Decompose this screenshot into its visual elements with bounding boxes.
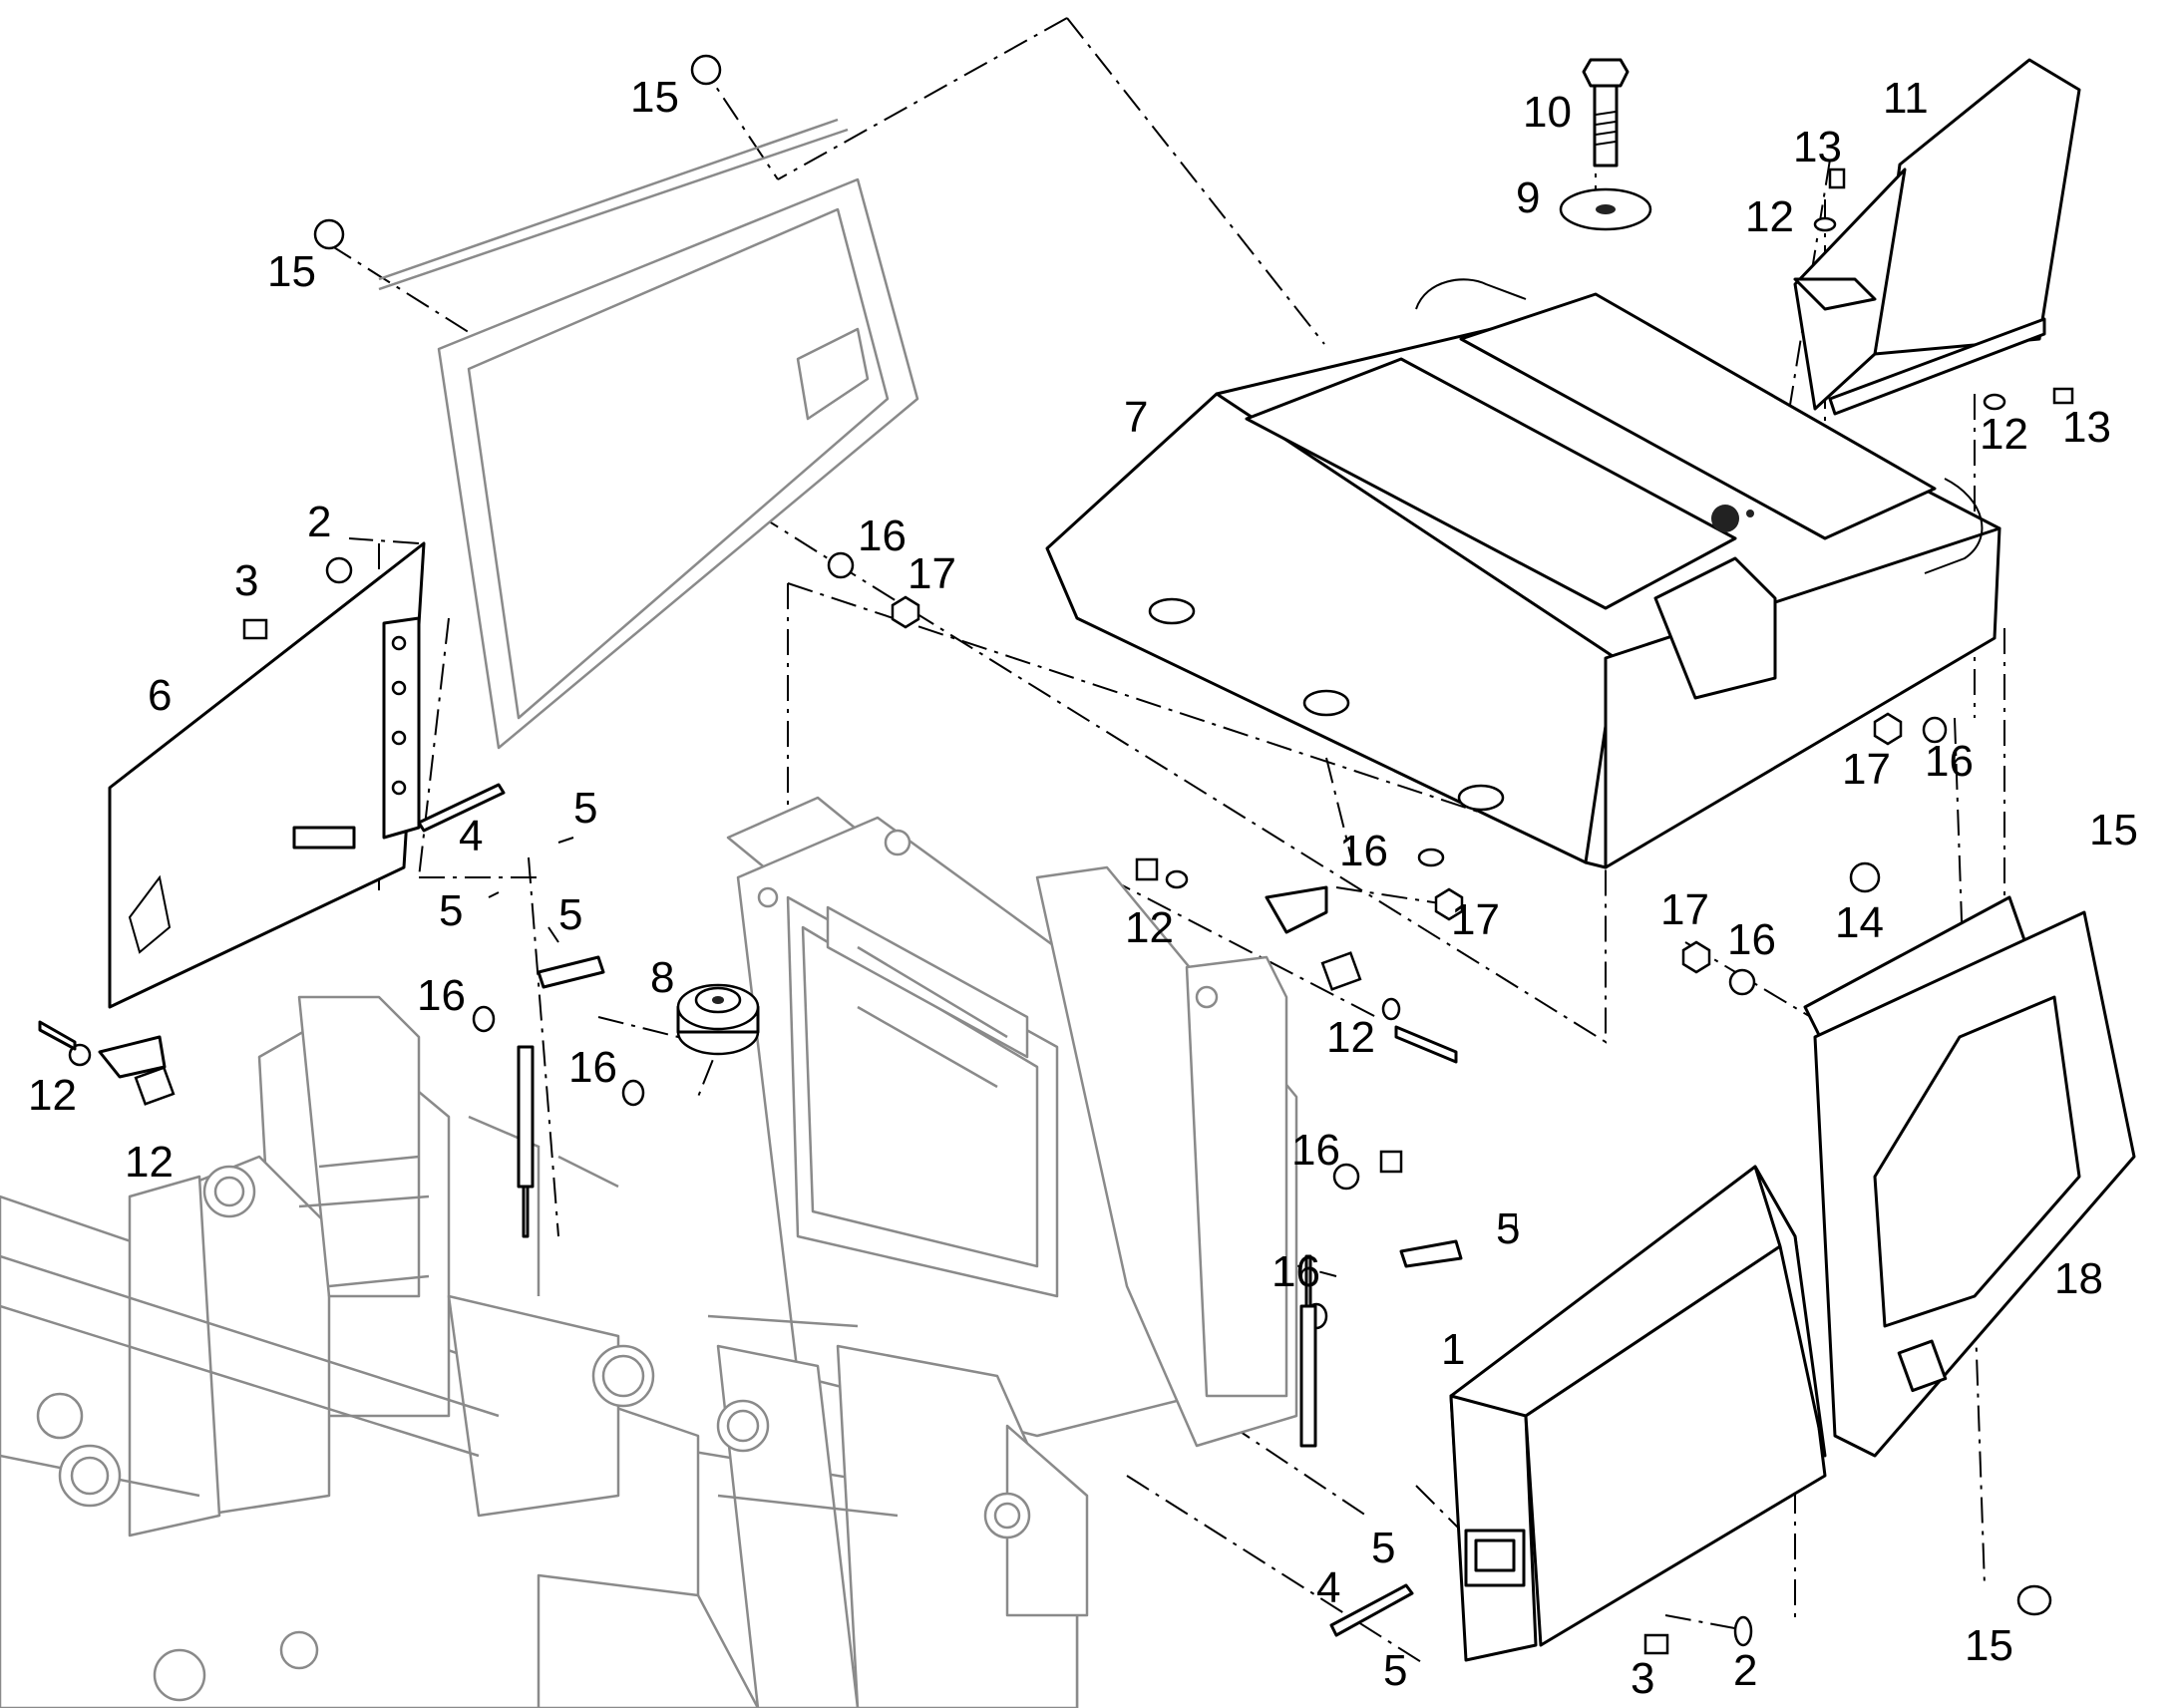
callout-10: 10 [1523, 88, 1572, 137]
callout-16: 16 [417, 971, 466, 1020]
callout-16: 16 [1727, 915, 1776, 964]
callout-17: 17 [1660, 885, 1709, 934]
callout-5: 5 [573, 784, 597, 833]
callout-14: 14 [1835, 898, 1884, 947]
callout-labels: 15 15 2 3 6 5 4 5 5 16 17 10 9 11 13 12 … [28, 73, 2138, 1703]
lower-side-panel [1449, 1165, 1827, 1662]
callout-16: 16 [1339, 827, 1388, 875]
isolator-mount [676, 983, 760, 1056]
callout-2: 2 [307, 498, 331, 546]
chassis-frame [0, 796, 1298, 1708]
callout-16: 16 [858, 512, 907, 560]
callout-1: 1 [1441, 1325, 1465, 1374]
callout-13: 13 [2062, 403, 2111, 452]
callout-6: 6 [148, 671, 172, 720]
callout-12: 12 [28, 1071, 77, 1120]
callout-5: 5 [1383, 1646, 1407, 1695]
callout-8: 8 [650, 953, 674, 1002]
callout-17: 17 [1451, 895, 1500, 944]
callout-3: 3 [1631, 1654, 1654, 1703]
callout-15: 15 [2089, 806, 2138, 854]
callout-17: 17 [1842, 745, 1891, 794]
callout-11: 11 [1883, 74, 1929, 123]
callout-12: 12 [1745, 192, 1794, 241]
callout-2: 2 [1733, 1646, 1757, 1695]
callout-7: 7 [1124, 393, 1148, 442]
callout-3: 3 [234, 556, 258, 605]
top-hood [1045, 278, 2001, 869]
upper-access-panel [378, 118, 919, 750]
callout-5: 5 [439, 886, 463, 935]
gas-struts [417, 783, 1517, 1637]
callout-12: 12 [1125, 903, 1174, 952]
callout-9: 9 [1516, 173, 1540, 222]
callout-16: 16 [1272, 1247, 1320, 1296]
callout-16: 16 [568, 1043, 617, 1092]
callout-4: 4 [1316, 1563, 1340, 1612]
callout-12: 12 [1980, 410, 2028, 459]
callout-15: 15 [1965, 1621, 2013, 1670]
callout-12: 12 [1326, 1013, 1375, 1062]
callout-13: 13 [1793, 123, 1842, 171]
callout-16: 16 [1925, 737, 1974, 786]
callout-17: 17 [908, 549, 956, 598]
callout-5: 5 [558, 890, 582, 939]
callout-12: 12 [125, 1138, 174, 1187]
callout-5: 5 [1496, 1204, 1520, 1253]
callout-18: 18 [2054, 1254, 2103, 1303]
hardware-bolts [38, 54, 2074, 1655]
callout-15: 15 [630, 73, 679, 122]
callout-4: 4 [459, 812, 483, 860]
callout-15: 15 [267, 247, 316, 296]
hood-cover [1793, 58, 2081, 416]
side-door-left [108, 541, 426, 1009]
side-door-right [1803, 895, 2136, 1458]
callout-5: 5 [1371, 1524, 1395, 1572]
callout-16: 16 [1291, 1126, 1340, 1175]
